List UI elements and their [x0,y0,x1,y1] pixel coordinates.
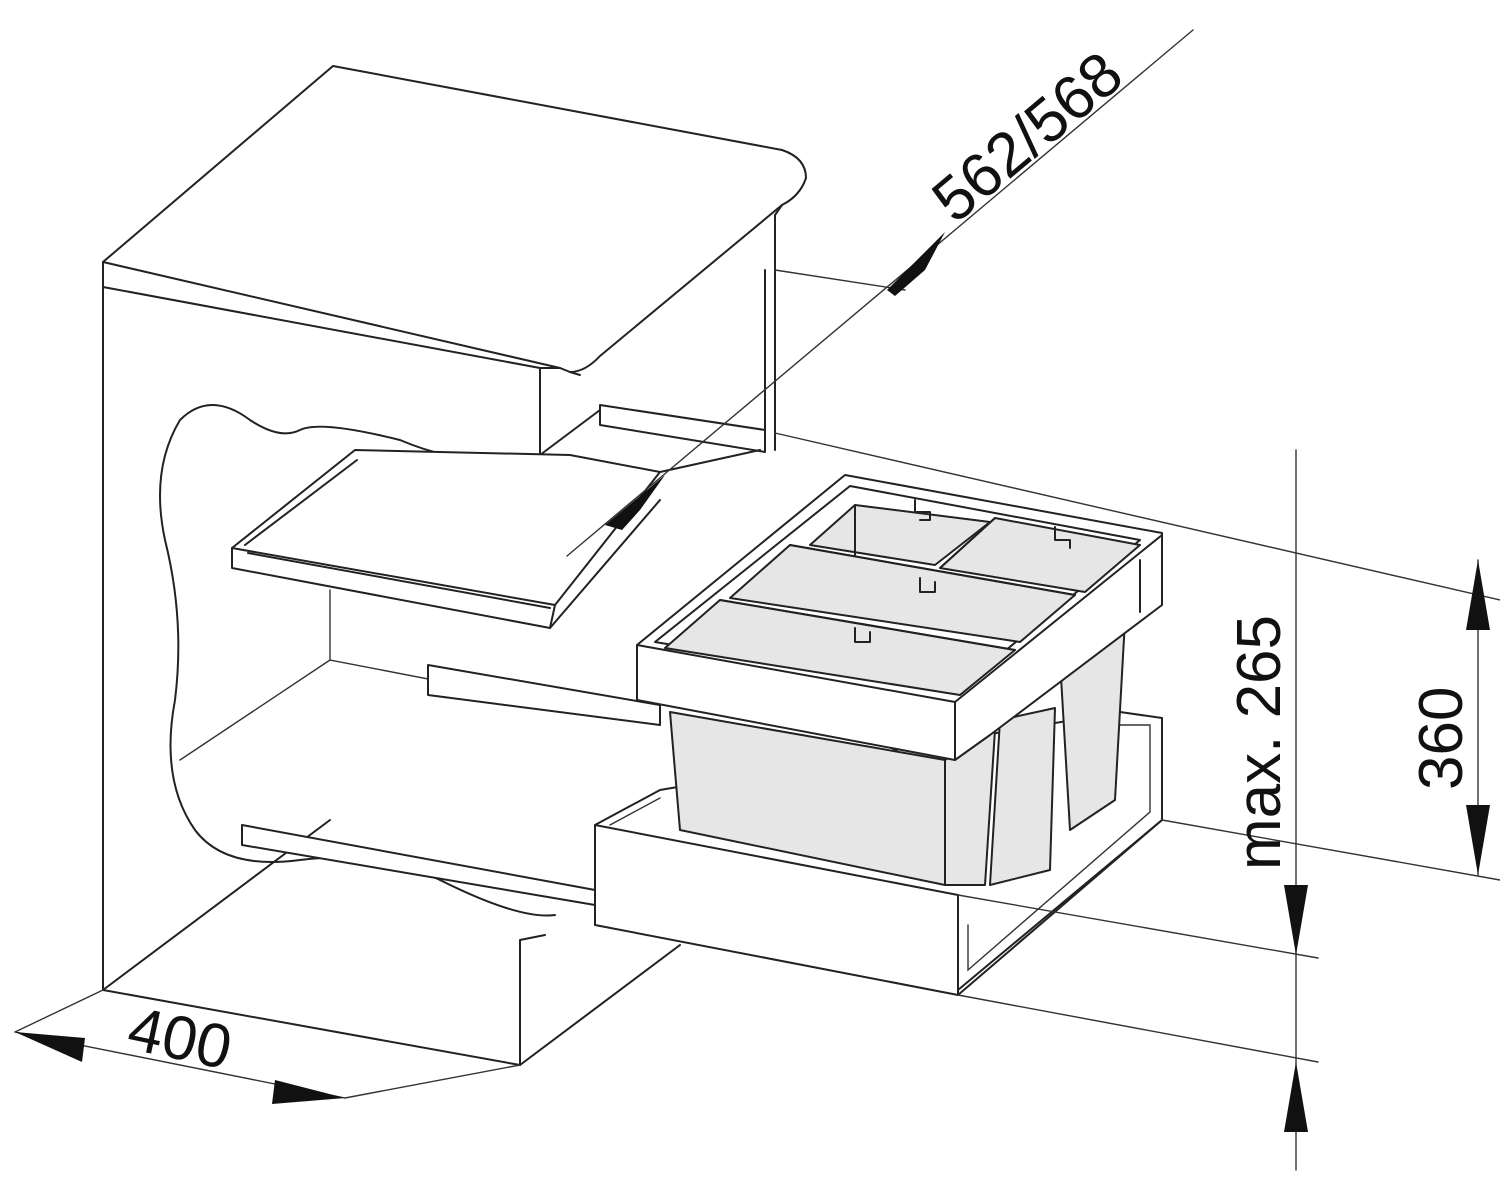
height-arrow-bottom [1466,805,1490,875]
max-height-arrow-top [1284,1062,1308,1132]
depth-arrow-top [887,232,945,296]
bin-right-front [989,707,1056,886]
max-height-arrow-bottom [1284,885,1308,955]
max-height-label: max. 265 [1225,615,1294,870]
max-height-dimension: max. 265 [957,449,1500,1171]
depth-label: 562/568 [920,39,1136,236]
height-arrow-top [1466,560,1490,630]
width-dimension: 400 [14,989,521,1104]
depth-arrow-bottom [605,475,665,530]
width-arrow-right [272,1080,345,1104]
lower-rails [241,664,661,906]
height-label: 360 [1407,687,1476,790]
waste-bin-unit [594,474,1163,996]
upper-shelf [231,404,766,629]
countertop [102,65,807,373]
width-arrow-left [15,1032,85,1062]
height-dimension: 360 [1407,559,1490,876]
width-label: 400 [122,994,238,1083]
